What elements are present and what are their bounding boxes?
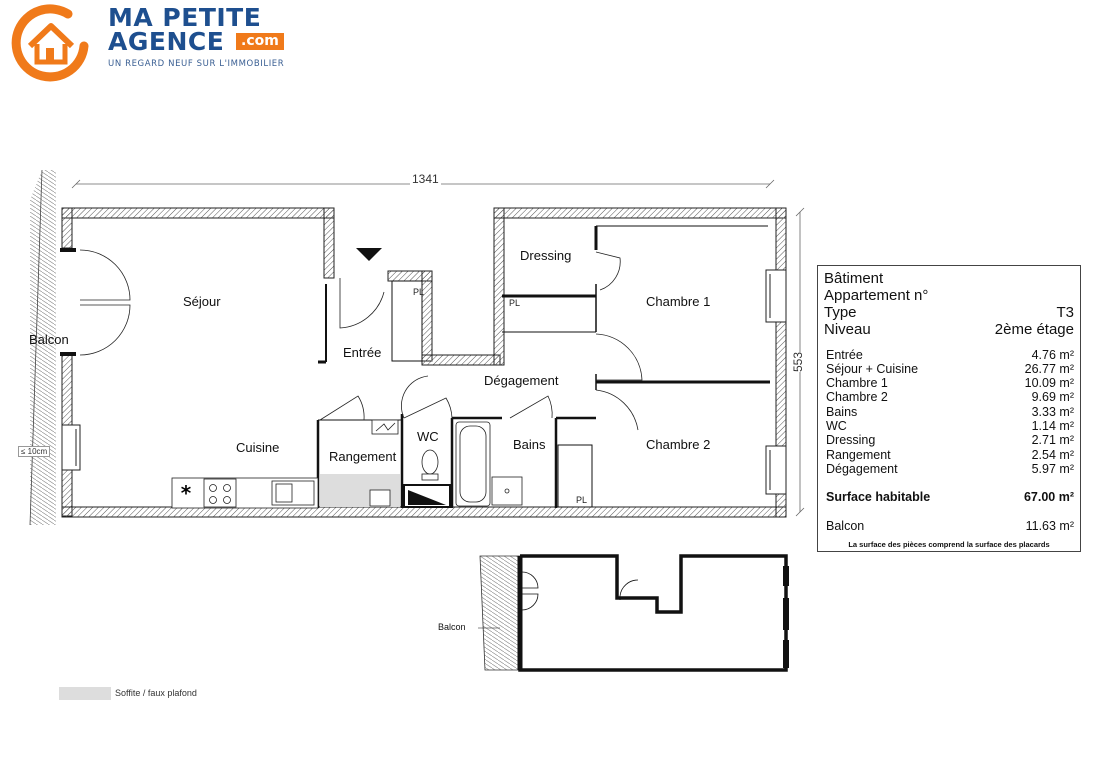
room-label-cuisine: Cuisine (236, 440, 280, 455)
room-label-sejour: Séjour (183, 294, 221, 309)
water-heater (369, 489, 391, 507)
info-row-appartement: Appartement n° (824, 287, 929, 304)
room-label-dressing: Dressing (520, 248, 572, 263)
room-label-balcon: Balcon (29, 332, 69, 347)
entrance-arrow-icon (356, 248, 382, 261)
logo-tagline: UN REGARD NEUF SUR L'IMMOBILIER (108, 59, 285, 69)
balcon-depth: ≤ 10cm (18, 446, 51, 457)
kitchen-counter (171, 477, 319, 509)
legend-swatch (59, 687, 111, 700)
balcony-strip (29, 169, 56, 526)
dimension-width: 1341 (410, 172, 441, 186)
doors (79, 249, 643, 431)
windows (61, 269, 787, 495)
exterior-walls (61, 207, 787, 518)
logo-line2: AGENCE (108, 27, 225, 56)
room-label-degagement: Dégagement (484, 373, 559, 388)
room-label-chambre2: Chambre 2 (646, 437, 711, 452)
logo-com: .com (236, 33, 284, 50)
surface-note: La surface des pièces comprend la surfac… (848, 540, 1050, 549)
room-label-wc: WC (417, 429, 439, 444)
electrical-panel (371, 419, 399, 435)
pl-label-bains: PL (576, 495, 588, 505)
info-row-batiment: Bâtiment (824, 270, 884, 287)
room-label-rangement: Rangement (329, 449, 397, 464)
mini-plan-balcon: Balcon (438, 622, 466, 632)
logo-line1: MA PETITE (108, 3, 262, 32)
room-label-entree: Entrée (343, 345, 382, 360)
wall-markers (60, 248, 76, 356)
house-logo-icon (11, 4, 89, 82)
pl-label-dressing: PL (509, 298, 521, 308)
room-label-bains: Bains (513, 437, 546, 452)
bath-fixtures (455, 421, 523, 507)
wc-fixture (421, 449, 439, 481)
legend-text: Soffite / faux plafond (115, 688, 197, 698)
asterisk-icon: * (181, 481, 192, 505)
room-label-chambre1: Chambre 1 (646, 294, 711, 309)
pl-label-entree: PL (413, 287, 425, 297)
logo: MA PETITE AGENCE .com UN REGARD NEUF SUR… (10, 2, 310, 82)
wc-tank (403, 484, 451, 508)
